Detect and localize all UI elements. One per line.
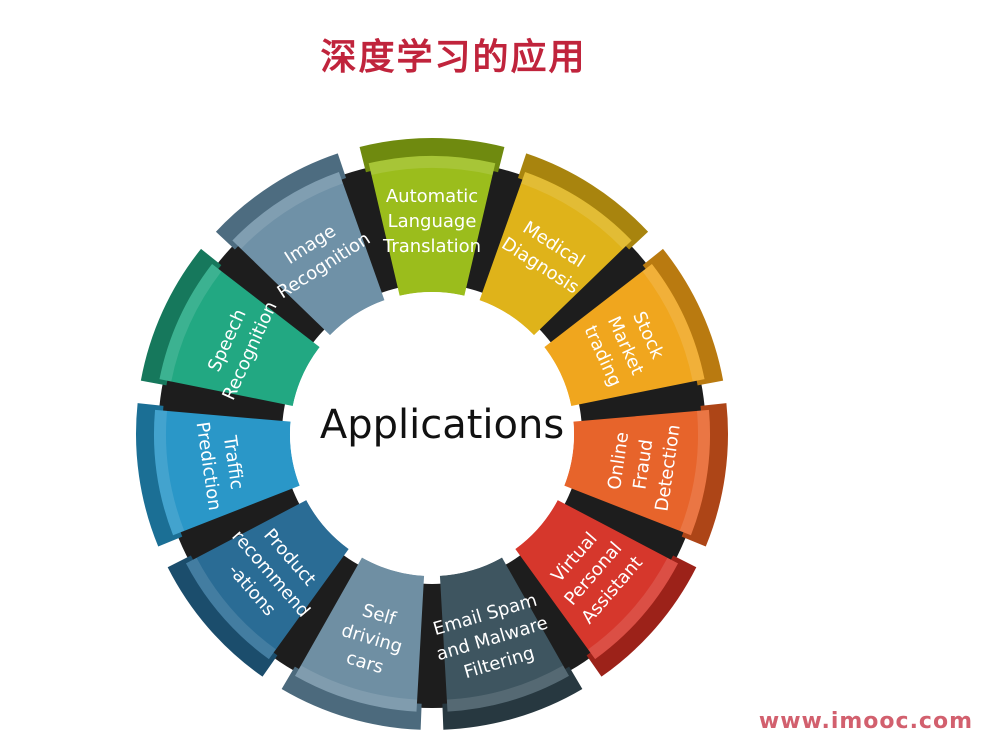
segment-virtual-personal-assistant: VirtualPersonalAssistant: [515, 500, 697, 677]
segment-highlight: [232, 172, 343, 249]
segment-body: [564, 409, 710, 536]
segment-body: [294, 557, 425, 712]
segment-body: [185, 500, 349, 660]
segment-self-driving-cars: Selfdrivingcars: [281, 557, 425, 730]
segment-body: [544, 263, 705, 406]
segment-body: [154, 409, 300, 536]
segment-body: [515, 500, 679, 660]
segment-body: [159, 263, 320, 406]
segment-stock-market-trading: StockMarkettrading: [544, 248, 724, 406]
segment-label-line: Automatic: [386, 186, 478, 207]
segment-highlight: [588, 557, 679, 660]
segment-body: [479, 172, 632, 336]
segment-highlight: [294, 665, 418, 712]
center-label: Applications: [320, 402, 564, 448]
segment-body: [232, 172, 385, 336]
segment-highlight: [185, 557, 276, 660]
segment-highlight: [159, 263, 222, 382]
segment-body: [368, 156, 496, 296]
segment-highlight: [642, 263, 705, 382]
page-title: 深度学习的应用: [320, 37, 587, 78]
segment-highlight: [154, 409, 185, 536]
segment-label-line: Language: [388, 211, 477, 232]
segment-product-recommendations: Productrecommend-ations: [167, 500, 349, 677]
segment-speech-recognition: SpeechRecognition: [140, 248, 320, 406]
center-disc: [290, 292, 574, 576]
segment-medical-diagnosis: MedicalDiagnosis: [479, 153, 649, 336]
segment-image-recognition: ImageRecognition: [215, 153, 385, 336]
segment-highlight: [521, 172, 632, 249]
watermark-text: www.imooc.com: [758, 709, 973, 734]
segment-traffic-prediction: TrafficPrediction: [135, 403, 300, 547]
segment-highlight: [679, 409, 710, 536]
segment-highlight: [368, 156, 496, 175]
segment-label-line: Translation: [382, 236, 481, 257]
segment-body: [439, 557, 570, 712]
segment-email-spam-malware-filtering: Email Spamand MalwareFiltering: [431, 557, 583, 730]
segment-highlight: [446, 665, 570, 712]
segment-online-fraud-detection: OnlineFraudDetection: [564, 403, 728, 547]
